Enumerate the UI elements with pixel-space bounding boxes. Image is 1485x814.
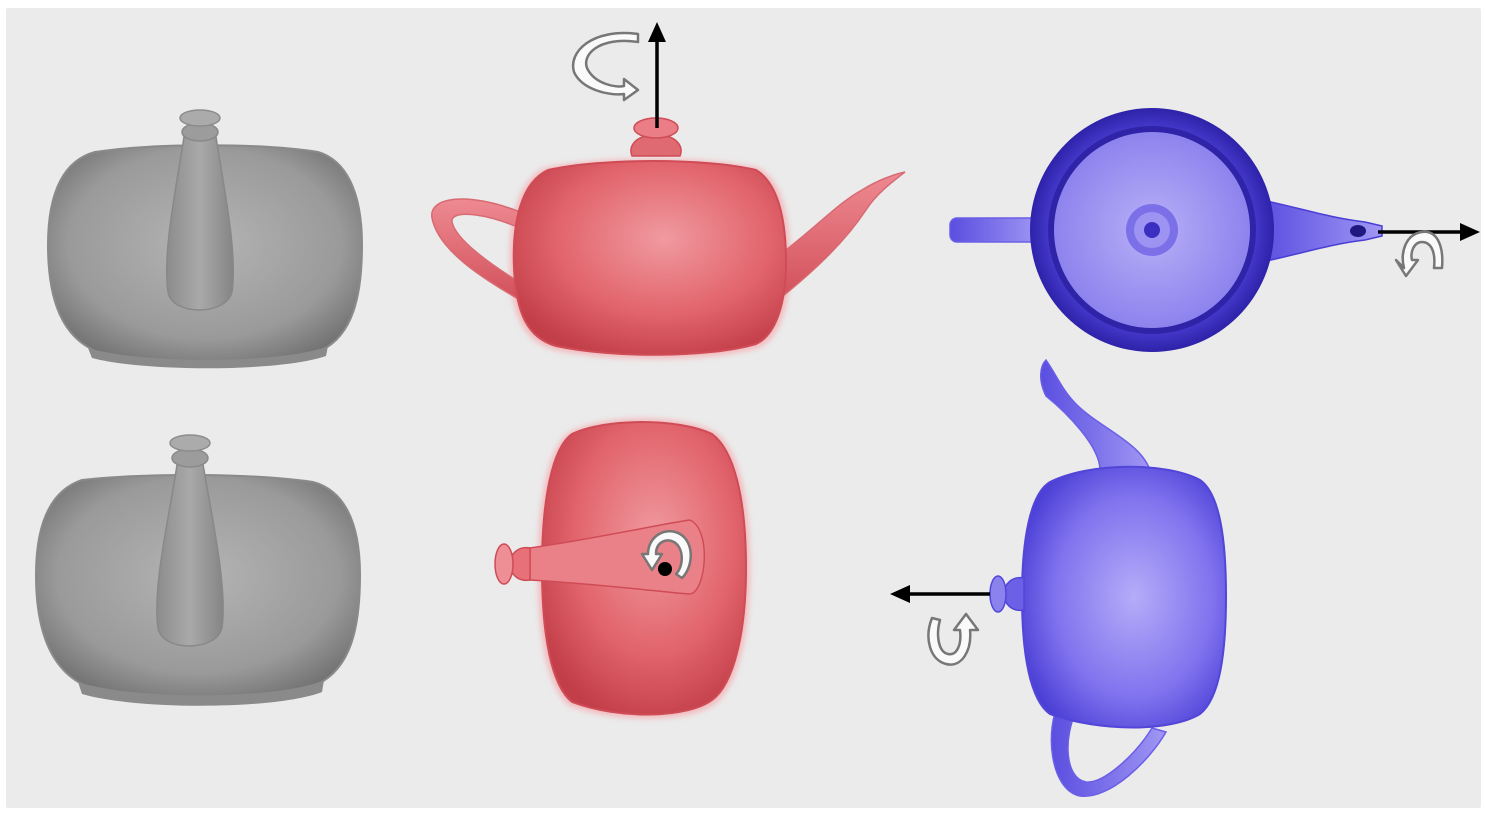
axis-toward-viewer-dot [658, 562, 672, 576]
blue-handle-icon [950, 218, 1040, 242]
